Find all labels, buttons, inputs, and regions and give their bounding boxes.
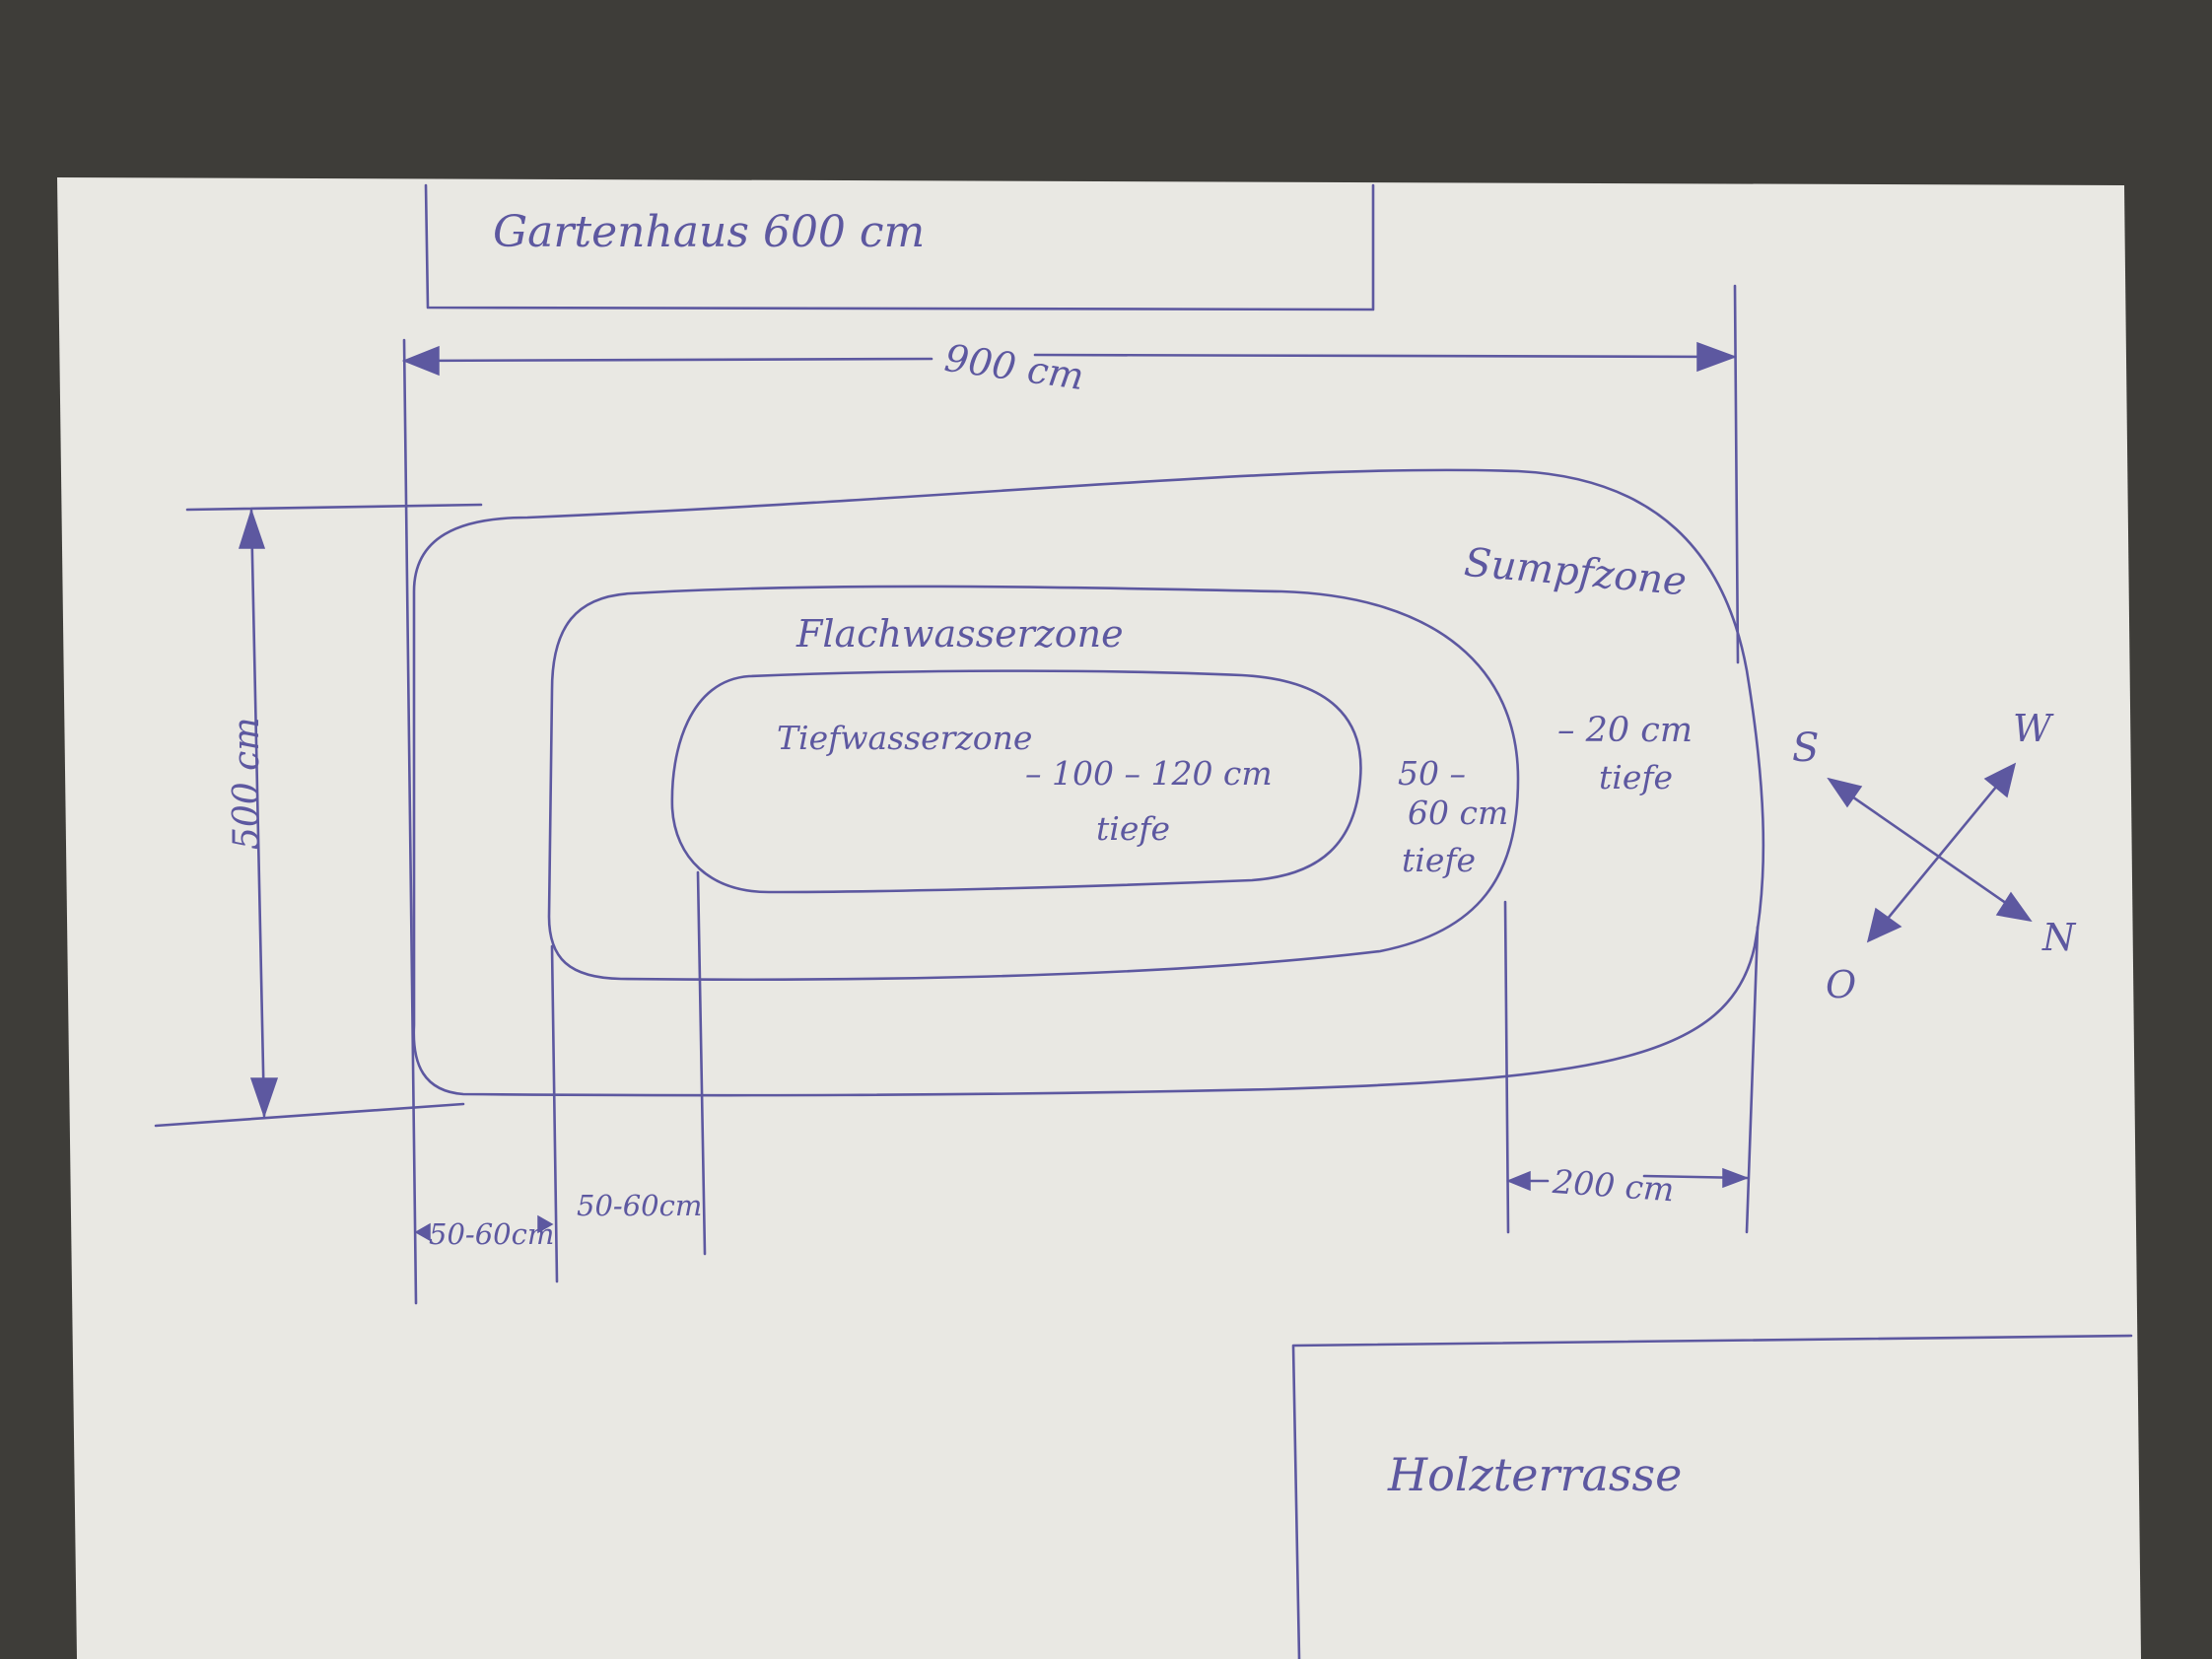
compass-arrow-east <box>1866 907 1902 943</box>
flach-depth-word: tiefe <box>1402 841 1476 879</box>
flach-depth-range: 50 – <box>1398 754 1466 793</box>
tief-depth-range: – 100 – 120 cm <box>1025 754 1273 793</box>
holzterrasse-outline <box>1291 1334 2133 1659</box>
compass: S W N O <box>1792 707 2077 1006</box>
sumpfzone-outline <box>412 468 1765 1097</box>
compass-arrow-west <box>1983 762 2017 798</box>
height-label: 500 cm <box>227 718 267 850</box>
margin-dimensions: 50-60cm 50-60cm 200 cm <box>414 870 1760 1283</box>
tiefwasserzone-outline <box>670 669 1362 894</box>
flachwasserzone-outline <box>547 585 1520 982</box>
sumpf-depth-word: tiefe <box>1599 758 1673 796</box>
tiefwasserzone-label: Tiefwasserzone <box>777 719 1032 757</box>
margin-outer-label: 50-60cm <box>429 1217 554 1251</box>
compass-north: N <box>2041 916 2077 959</box>
tief-depth-word: tiefe <box>1096 809 1170 848</box>
holzterrasse-label: Holzterrasse <box>1387 1448 1682 1501</box>
compass-arrow-north <box>1995 891 2033 923</box>
gartenhaus-outline <box>424 183 1375 311</box>
flach-depth-unit: 60 cm <box>1408 794 1508 832</box>
gartenhaus-label: Gartenhaus 600 cm <box>493 207 925 257</box>
compass-east: O <box>1826 963 1856 1006</box>
margin-right-label: 200 cm <box>1551 1162 1676 1210</box>
compass-west: W <box>2013 707 2054 750</box>
sumpf-depth-range: – 20 cm <box>1557 711 1693 750</box>
compass-arrow-south <box>1827 777 1863 808</box>
flachwasserzone-label: Flachwasserzone <box>795 612 1124 656</box>
height-dimension: 500 cm <box>154 503 483 1128</box>
margin-inner-label: 50-60cm <box>577 1189 702 1222</box>
paper-sheet <box>57 177 2141 1659</box>
compass-south: S <box>1792 726 1819 771</box>
